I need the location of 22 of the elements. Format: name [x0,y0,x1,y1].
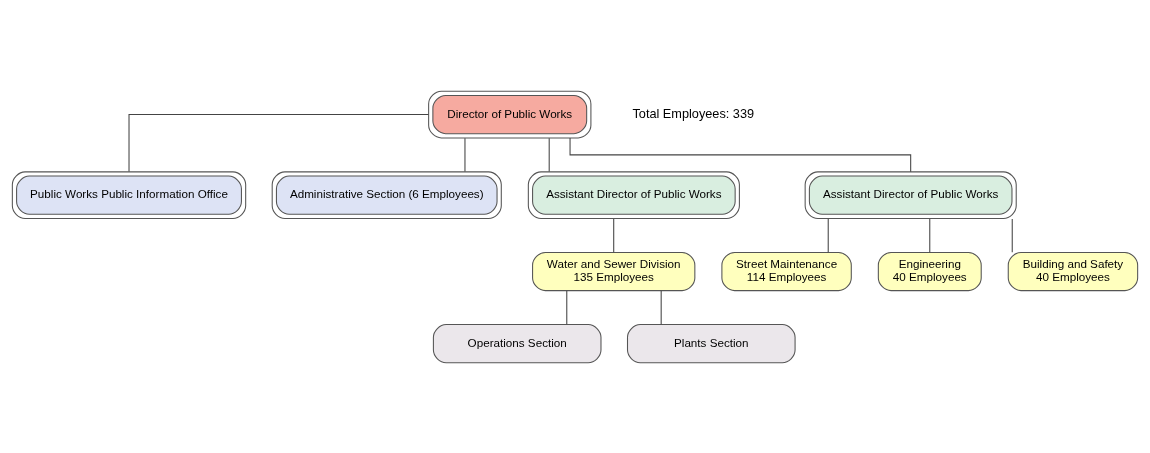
connector [128,113,430,172]
node-box: Director of Public Works [428,90,592,138]
node-box: Street Maintenance 114 Employees [721,251,852,291]
connector [566,289,568,325]
node-box: Plants Section [626,323,796,363]
connector [929,217,931,253]
node-box: Administrative Section (6 Employees) [271,170,502,219]
node-box: Assistant Director of Public Works [527,170,740,219]
node-box: Operations Section [432,323,602,363]
connector [613,217,615,253]
node-box: Building and Safety 40 Employees [1007,251,1139,291]
connector [548,137,550,172]
connector [660,289,662,325]
connector [464,137,466,172]
connector [827,217,829,253]
connector [1011,217,1013,253]
node-box: Assistant Director of Public Works [804,170,1017,219]
label: Total Employees: 339 [632,105,755,121]
node-box: Engineering 40 Employees [877,251,982,291]
connector [569,137,912,172]
node-box: Water and Sewer Division 135 Employees [532,251,696,291]
node-box: Public Works Public Information Office [11,170,247,219]
